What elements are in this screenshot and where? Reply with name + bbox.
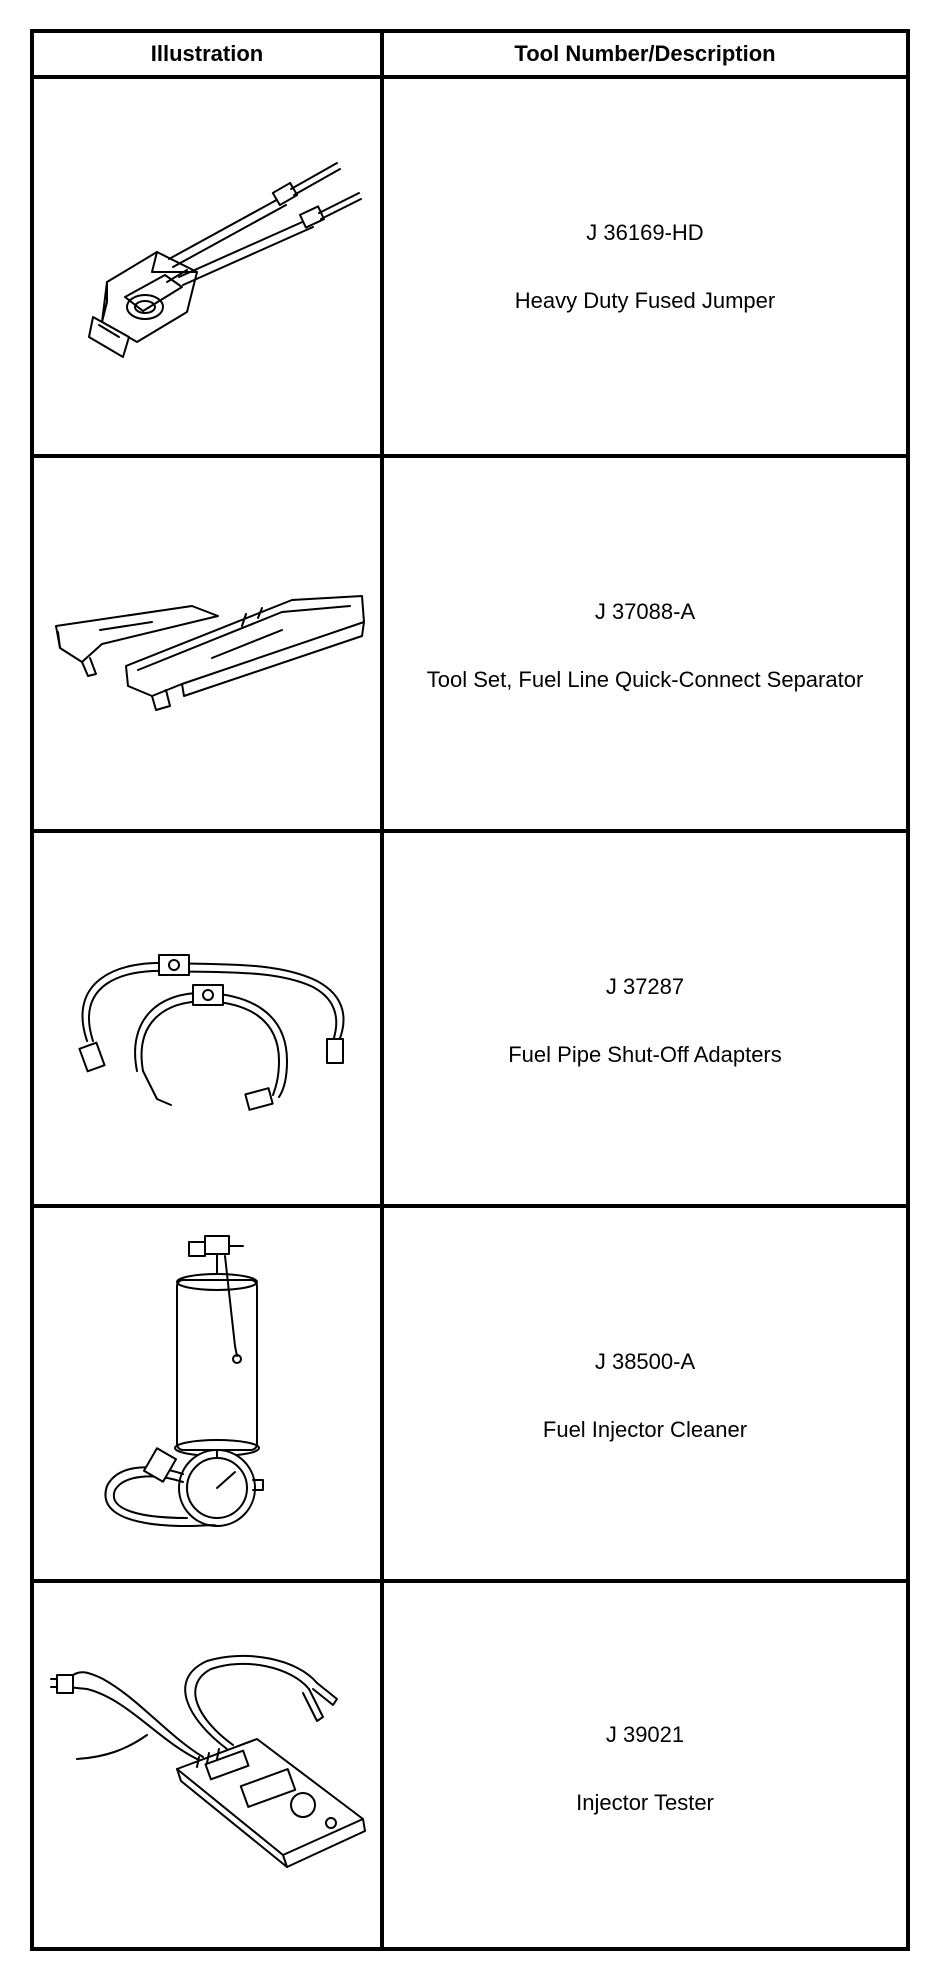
shutoff-adapters-icon xyxy=(47,921,367,1121)
tool-description: Tool Set, Fuel Line Quick-Connect Separa… xyxy=(426,666,864,692)
description-cell: J 37287 Fuel Pipe Shut-Off Adapters xyxy=(384,833,906,1208)
illustration-cell xyxy=(34,458,380,833)
tool-number: J 39021 xyxy=(605,1722,685,1747)
injector-cleaner-icon xyxy=(57,1226,357,1566)
description-cell: J 38500-A Fuel Injector Cleaner xyxy=(384,1208,906,1583)
illustration-cell xyxy=(34,833,380,1208)
fused-jumper-icon xyxy=(47,137,367,397)
table-row: J 37287 Fuel Pipe Shut-Off Adapters xyxy=(34,829,906,1208)
description-cell: J 39021 Injector Tester xyxy=(384,1583,906,1955)
table-row: J 38500-A Fuel Injector Cleaner xyxy=(34,1204,906,1583)
description-cell: J 36169-HD Heavy Duty Fused Jumper xyxy=(384,79,906,454)
header-illustration: Illustration xyxy=(150,41,264,66)
injector-tester-icon xyxy=(47,1639,367,1899)
table-row: J 37088-A Tool Set, Fuel Line Quick-Conn… xyxy=(34,454,906,833)
tool-number: J 38500-A xyxy=(594,1348,696,1374)
tool-number: J 36169-HD xyxy=(586,219,704,245)
tool-table: Illustration Tool Number/Description xyxy=(30,29,910,1951)
column-divider xyxy=(380,33,384,1947)
tool-number: J 37088-A xyxy=(594,598,696,624)
tool-description: Injector Tester xyxy=(576,1790,714,1815)
table-row: J 36169-HD Heavy Duty Fused Jumper xyxy=(34,79,906,454)
separator-tool-icon xyxy=(42,566,372,726)
table-header: Illustration Tool Number/Description xyxy=(34,33,906,79)
illustration-cell xyxy=(34,1583,380,1955)
header-tool-description: Tool Number/Description xyxy=(514,41,776,66)
illustration-cell xyxy=(34,1208,380,1583)
description-cell: J 37088-A Tool Set, Fuel Line Quick-Conn… xyxy=(384,458,906,833)
illustration-cell xyxy=(34,79,380,454)
table-row: J 39021 Injector Tester xyxy=(34,1579,906,1955)
tool-description: Fuel Injector Cleaner xyxy=(542,1416,748,1442)
tool-description: Heavy Duty Fused Jumper xyxy=(514,287,776,313)
tool-number: J 37287 xyxy=(605,973,685,999)
tool-description: Fuel Pipe Shut-Off Adapters xyxy=(508,1041,782,1067)
